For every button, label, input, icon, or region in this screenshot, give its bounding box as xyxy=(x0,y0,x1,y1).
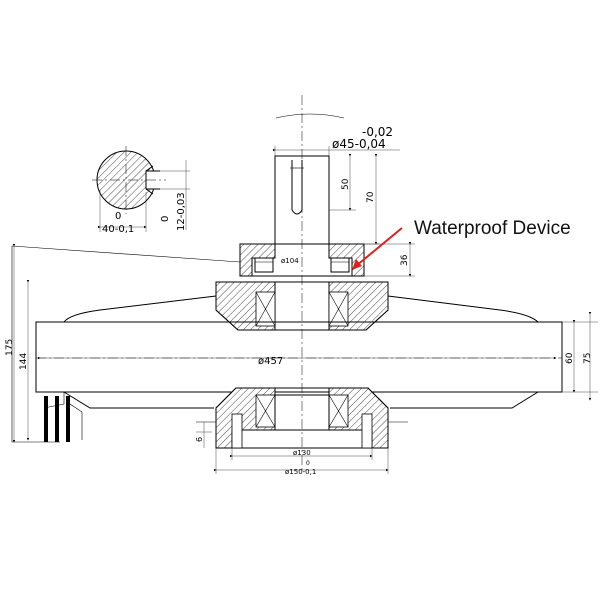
upper-bearing-right xyxy=(328,291,349,327)
rim-height: 60 xyxy=(565,352,575,364)
shaft-tolerance-upper: -0,02 xyxy=(362,125,393,139)
pulley-rim: ø457 60 75 175 144 xyxy=(5,243,598,443)
waterproof-callout: Waterproof Device xyxy=(352,218,571,270)
flange-thickness: 6 xyxy=(195,437,204,442)
lower-bearing-left xyxy=(255,394,276,428)
seal-height: 36 xyxy=(400,254,410,266)
rim-diameter-label: ø457 xyxy=(258,356,283,367)
key-depth-label: 40-0,1 xyxy=(102,224,134,235)
upper-housing: ø104 36 xyxy=(11,241,539,443)
terminal-pin xyxy=(66,396,70,442)
lower-bearing-right xyxy=(328,394,349,428)
terminal-pin xyxy=(55,396,59,442)
key-depth-zero: 0 xyxy=(115,211,121,222)
lower-housing: 6 ø130 0 ø150-0,1 xyxy=(43,387,539,476)
base-diameter-label: ø150-0,1 xyxy=(285,468,316,476)
upper-bearing-left xyxy=(255,291,276,327)
shaft-flat-length: 50 xyxy=(341,178,351,190)
key-width-zero: 0 xyxy=(160,216,171,222)
shaft-diameter-label: ø45-0,04 xyxy=(332,137,386,151)
base-bore-label: ø130 xyxy=(293,449,311,457)
terminal-pin xyxy=(44,396,48,442)
rim-height-outer: 75 xyxy=(583,353,593,364)
body-height: 144 xyxy=(19,353,29,370)
top-bore-label: ø104 xyxy=(281,257,299,265)
base-tolerance-zero: 0 xyxy=(306,460,310,467)
keyway-section: 0 40-0,1 0 12-0,03 xyxy=(92,146,190,235)
waterproof-device-label: Waterproof Device xyxy=(414,218,571,239)
shaft-length: 70 xyxy=(366,191,376,203)
key-width-label: 12-0,03 xyxy=(176,192,187,231)
overall-height: 175 xyxy=(5,339,15,356)
